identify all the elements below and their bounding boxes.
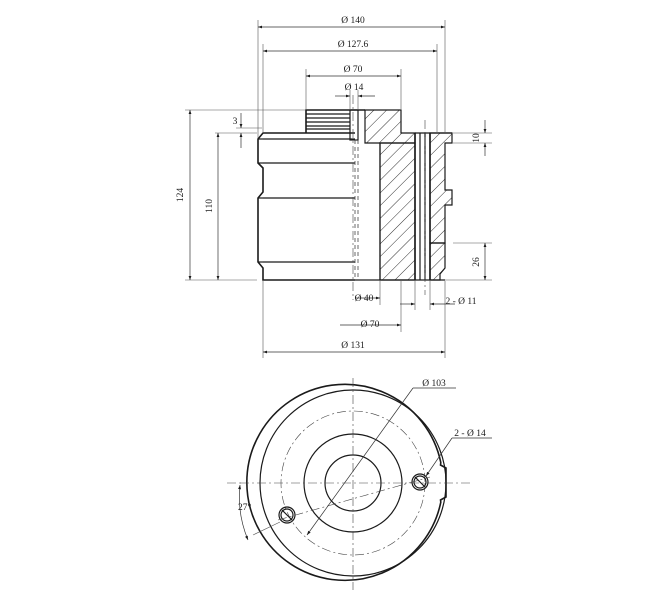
label-d140: Ø 140 <box>341 16 365 26</box>
plan-holes <box>278 473 429 524</box>
angle-dimension <box>238 484 281 541</box>
plan-view: Ø 103 2 - Ø 14 27° <box>227 378 492 590</box>
label-h26: 26 <box>472 257 482 267</box>
plan-leaders <box>306 387 492 536</box>
label-d127-6: Ø 127.6 <box>338 40 369 50</box>
label-h10: 10 <box>472 133 482 143</box>
label-h124: 124 <box>176 188 186 203</box>
plan-labels: Ø 103 2 - Ø 14 27° <box>238 379 486 513</box>
label-h110: 110 <box>205 199 215 213</box>
section-labels: Ø 140 Ø 127.6 Ø 70 Ø 14 3 10 124 110 26 … <box>176 16 482 351</box>
section-view: Ø 140 Ø 127.6 Ø 70 Ø 14 3 10 124 110 26 … <box>176 16 492 358</box>
label-d14: Ø 14 <box>345 83 364 93</box>
label-d103: Ø 103 <box>422 379 446 389</box>
label-holes-14: 2 - Ø 14 <box>454 429 486 439</box>
label-d131: Ø 131 <box>341 341 365 351</box>
label-h3: 3 <box>233 117 238 127</box>
body-outline <box>257 132 355 281</box>
dimension-lines <box>188 25 487 354</box>
outer-contour <box>246 383 447 582</box>
hidden-lines <box>354 140 359 280</box>
label-d40: Ø 40 <box>355 294 374 304</box>
plan-centerlines <box>227 378 470 590</box>
label-holes-11: 2 - Ø 11 <box>445 297 476 307</box>
centerlines <box>352 95 426 300</box>
label-angle-27: 27° <box>238 502 252 513</box>
top-boss <box>305 109 365 141</box>
extension-lines <box>185 20 492 358</box>
hatched-section <box>364 109 453 281</box>
label-d70-top: Ø 70 <box>344 65 363 75</box>
label-d70-bottom: Ø 70 <box>361 320 380 330</box>
